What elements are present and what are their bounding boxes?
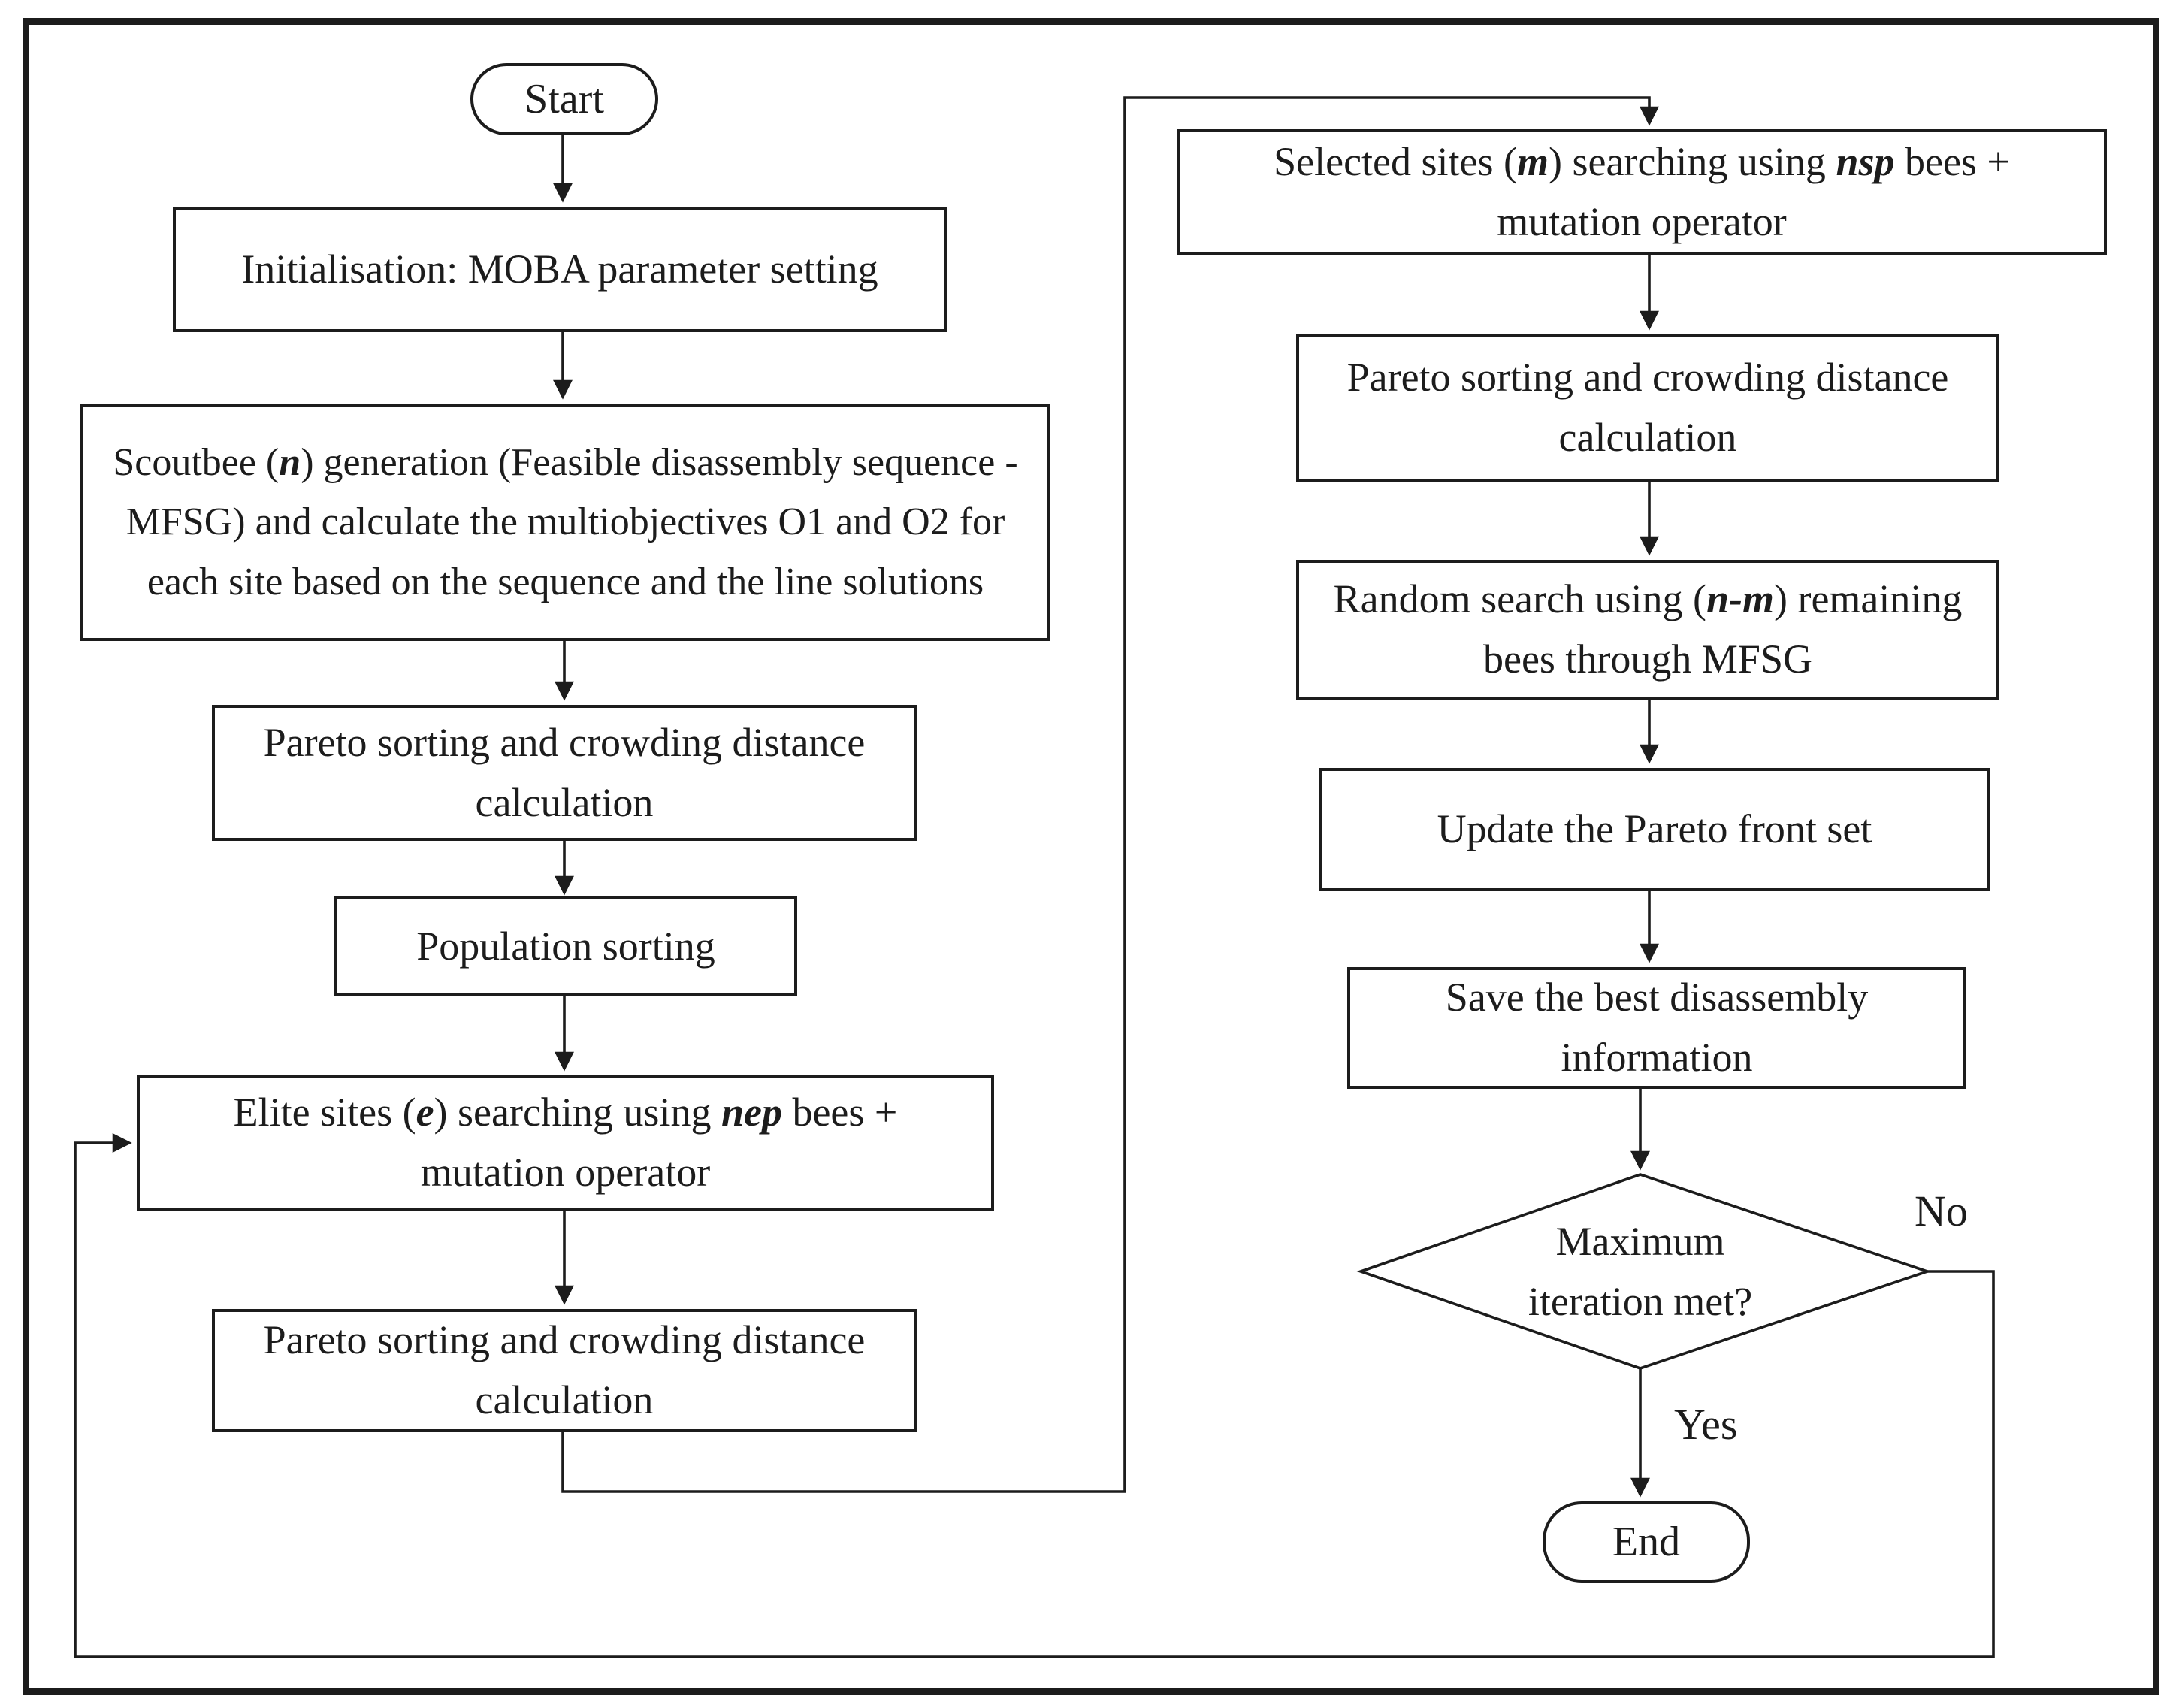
node-start-label: Start [524,75,604,122]
decision-diamond-shape [1356,1173,1932,1370]
node-save-best: Save the best disassembly information [1347,967,1966,1089]
node-scoutbee-generation-label: Scoutbee (n) generation (Feasible disass… [113,441,1018,603]
node-update-pareto-front: Update the Pareto front set [1319,768,1990,891]
node-population-sorting: Population sorting [334,896,797,996]
node-elite-sites-label: Elite sites (e) searching using nep bees… [233,1090,898,1195]
edge-label-yes: Yes [1674,1400,1738,1449]
node-end-label: End [1612,1518,1681,1565]
edge-label-no: No [1915,1187,1968,1235]
edge-pareto2-to-selected [561,96,1659,1493]
node-end: End [1543,1501,1750,1583]
node-pareto-sorting-right-label: Pareto sorting and crowding distance cal… [1346,355,1949,460]
node-pareto-sorting-2: Pareto sorting and crowding distance cal… [212,1309,917,1432]
node-save-best-label: Save the best disassembly information [1445,975,1869,1080]
node-random-search-label: Random search using (n-m) remaining bees… [1333,576,1963,682]
node-selected-sites-label: Selected sites (m) searching using nsp b… [1274,138,2010,244]
node-elite-sites: Elite sites (e) searching using nep bees… [137,1075,994,1211]
node-pareto-sorting-2-label: Pareto sorting and crowding distance cal… [263,1317,866,1422]
node-update-pareto-front-label: Update the Pareto front set [1437,806,1872,852]
node-pareto-sorting-1: Pareto sorting and crowding distance cal… [212,705,917,841]
node-initialisation: Initialisation: MOBA parameter setting [173,207,947,332]
edge-decision-no-loop-to-elite [74,1133,1995,1658]
node-selected-sites: Selected sites (m) searching using nsp b… [1177,129,2107,255]
node-population-sorting-label: Population sorting [416,923,715,969]
node-scoutbee-generation: Scoutbee (n) generation (Feasible disass… [80,404,1050,641]
node-start: Start [470,63,658,135]
node-random-search: Random search using (n-m) remaining bees… [1296,560,1999,700]
node-pareto-sorting-right: Pareto sorting and crowding distance cal… [1296,334,1999,482]
node-initialisation-label: Initialisation: MOBA parameter setting [241,246,878,292]
node-decision-maximum-iteration: Maximum iteration met? [1513,1187,1768,1357]
node-pareto-sorting-1-label: Pareto sorting and crowding distance cal… [263,719,866,825]
node-decision-label: Maximum iteration met? [1528,1219,1753,1324]
